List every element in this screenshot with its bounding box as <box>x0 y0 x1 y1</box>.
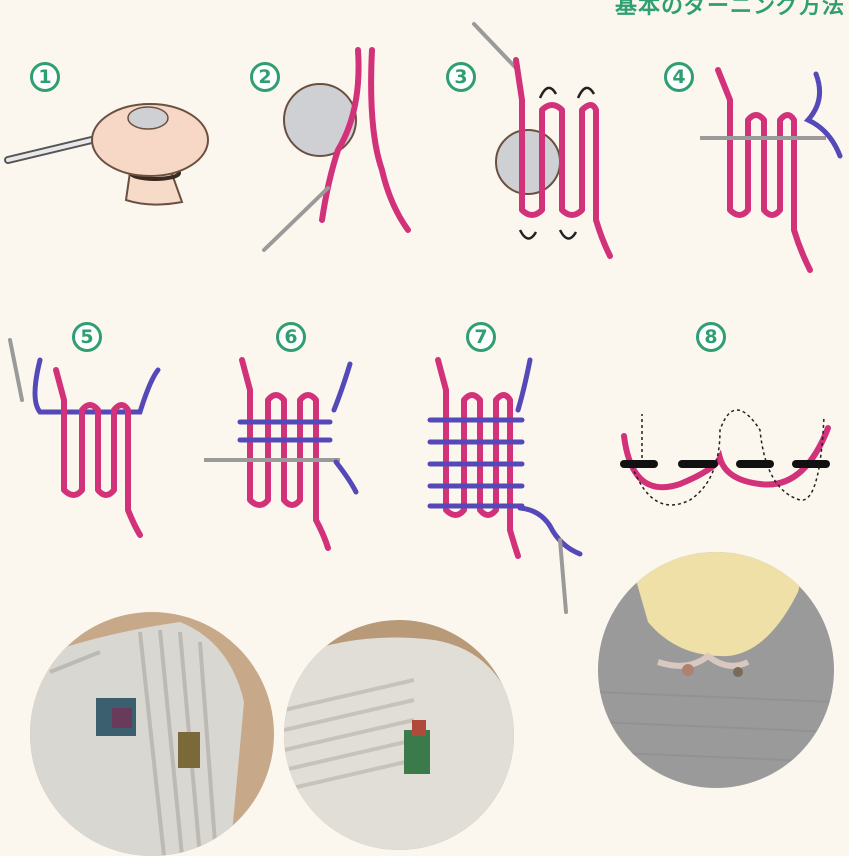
step-3-illustration <box>470 20 630 270</box>
step-6-badge: 6 <box>276 322 306 352</box>
photo-mended-sock-1 <box>30 612 274 856</box>
step-8-badge: 8 <box>696 322 726 352</box>
step-7-badge: 7 <box>466 322 496 352</box>
step-1-illustration <box>0 80 220 220</box>
page-title: 基本のダーニング方法 <box>615 0 845 20</box>
step-6-illustration <box>200 350 370 550</box>
photo-mended-sock-2 <box>284 620 514 850</box>
step-2-illustration <box>250 40 430 260</box>
photo-mended-sweater <box>598 552 834 788</box>
step-5-illustration <box>0 340 180 540</box>
step-4-illustration <box>690 60 849 280</box>
step-8-illustration <box>610 400 840 520</box>
step-7-illustration <box>410 350 610 620</box>
